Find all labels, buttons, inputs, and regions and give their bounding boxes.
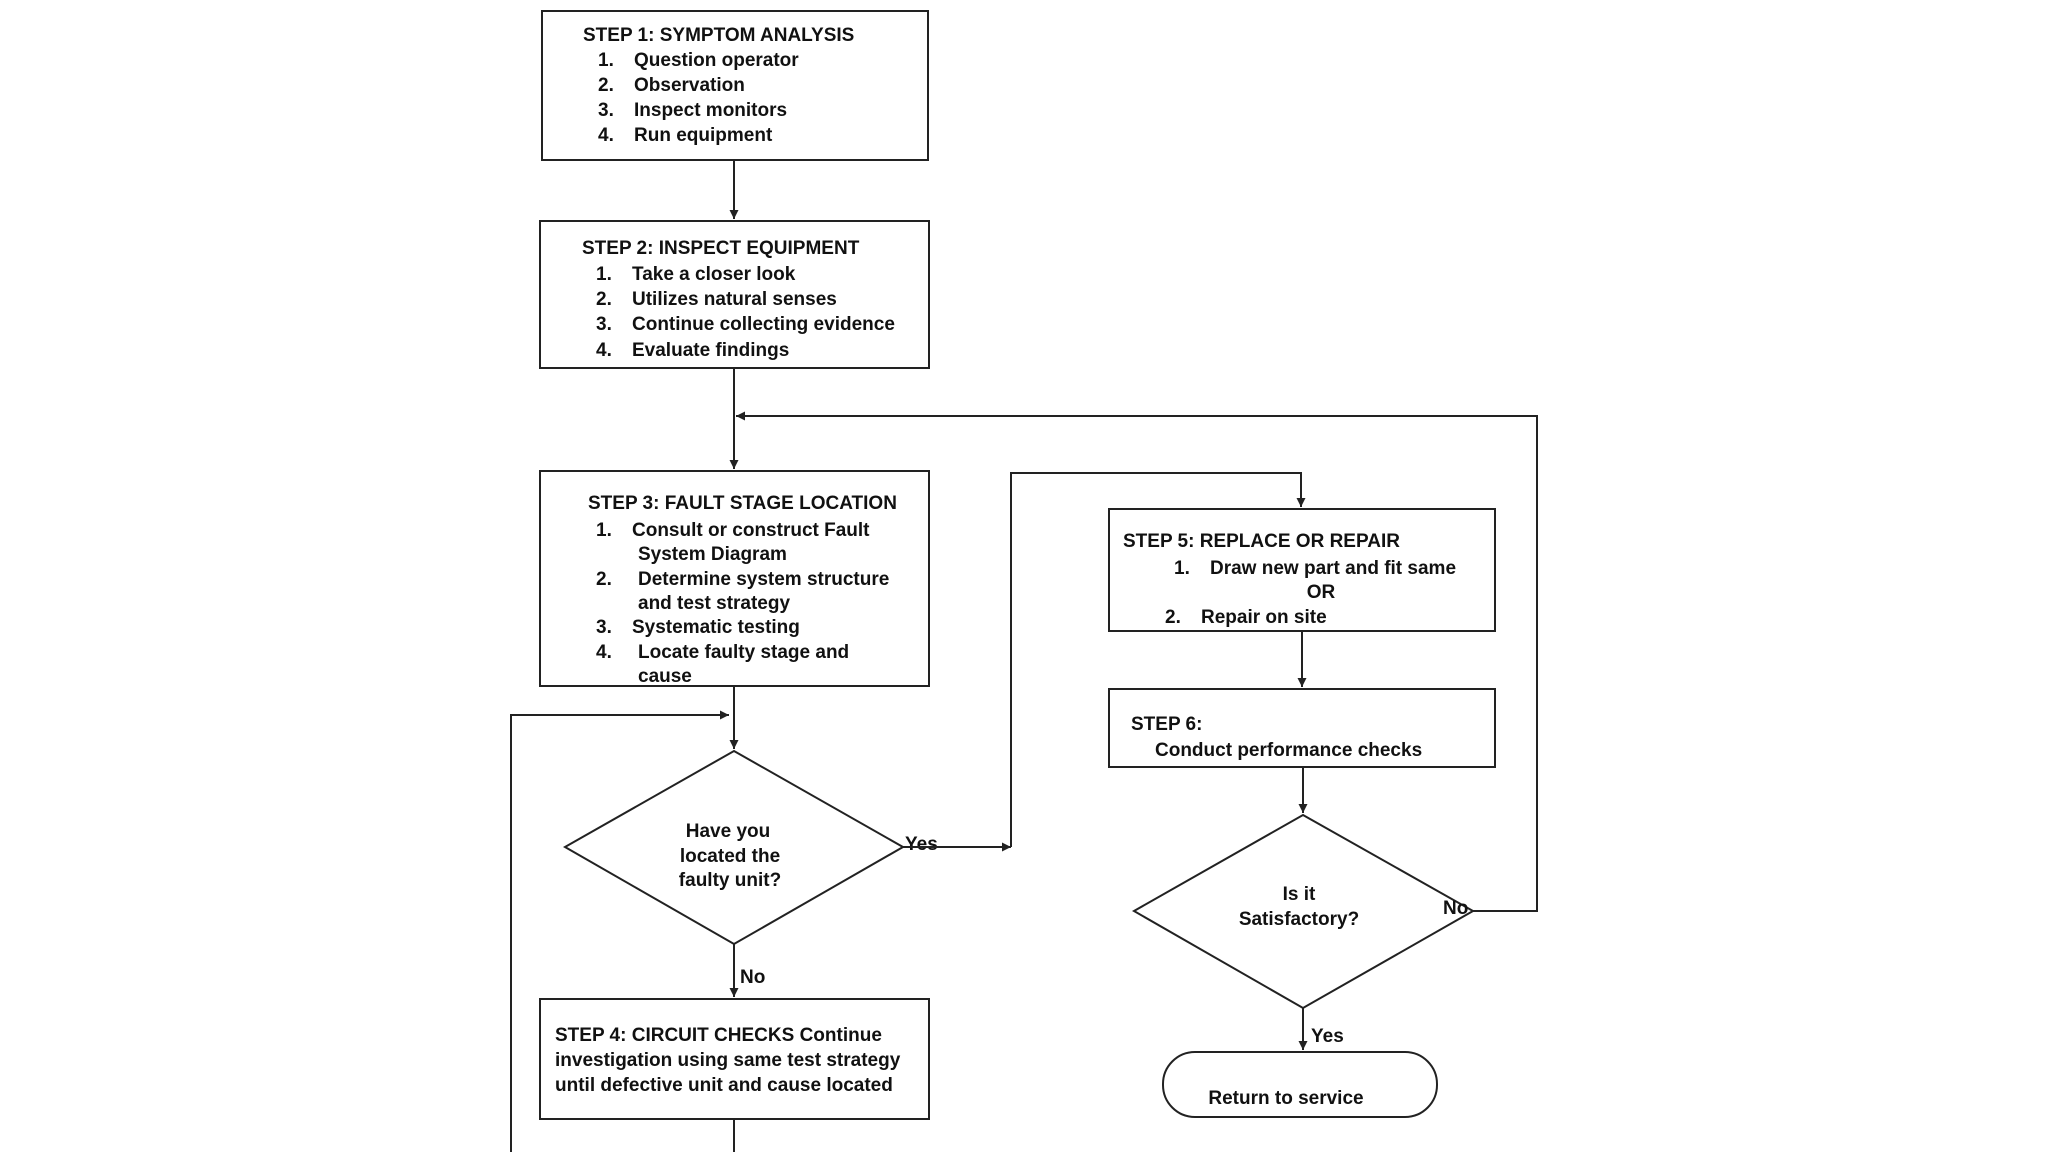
step5-or: OR bbox=[1307, 582, 1336, 603]
step3-item2-num: 2. bbox=[596, 569, 612, 590]
step6-text: Conduct performance checks bbox=[1155, 740, 1422, 761]
decision1-line3: faulty unit? bbox=[679, 870, 781, 891]
decision1-no-label: No bbox=[740, 967, 765, 988]
step2-box: STEP 2: INSPECT EQUIPMENT 1. Take a clos… bbox=[539, 220, 930, 369]
step3-item1-num: 1. bbox=[596, 520, 612, 541]
step3-title: STEP 3: FAULT STAGE LOCATION bbox=[588, 493, 897, 514]
terminal-label: Return to service bbox=[1208, 1088, 1363, 1109]
step5-box: STEP 5: REPLACE OR REPAIR 1. Draw new pa… bbox=[1108, 508, 1496, 632]
step3-item2-line2: and test strategy bbox=[638, 593, 790, 614]
decision2-line2: Satisfactory? bbox=[1239, 909, 1359, 930]
step2-item3: Continue collecting evidence bbox=[632, 314, 895, 335]
step1-item4: Run equipment bbox=[634, 125, 773, 146]
decision1-line1: Have you bbox=[686, 821, 770, 842]
step2-item4-num: 4. bbox=[596, 340, 612, 361]
step1-item2-num: 2. bbox=[598, 75, 614, 96]
step2-item2: Utilizes natural senses bbox=[632, 289, 837, 310]
terminal-return-to-service: Return to service bbox=[1162, 1051, 1438, 1118]
step1-title: STEP 1: SYMPTOM ANALYSIS bbox=[583, 25, 854, 46]
decision2-diamond: Is it Satisfactory? bbox=[1131, 813, 1476, 1010]
step1-box: STEP 1: SYMPTOM ANALYSIS 1. Question ope… bbox=[541, 10, 929, 161]
step4-line1: STEP 4: CIRCUIT CHECKS Continue bbox=[555, 1025, 882, 1046]
step2-item4: Evaluate findings bbox=[632, 340, 789, 361]
step3-item4-line1: Locate faulty stage and bbox=[638, 642, 849, 663]
step5-title: STEP 5: REPLACE OR REPAIR bbox=[1123, 531, 1400, 552]
decision1-line2: located the bbox=[680, 846, 780, 867]
step2-item3-num: 3. bbox=[596, 314, 612, 335]
step1-item3-num: 3. bbox=[598, 100, 614, 121]
step5-item2-num: 2. bbox=[1165, 607, 1181, 628]
step1-item4-num: 4. bbox=[598, 125, 614, 146]
step5-item1-num: 1. bbox=[1174, 558, 1190, 579]
step6-title: STEP 6: bbox=[1131, 714, 1202, 735]
step1-item2: Observation bbox=[634, 75, 745, 96]
arrow-no-loop-back bbox=[736, 411, 1538, 912]
step5-item2: Repair on site bbox=[1201, 607, 1327, 628]
step3-item1-line1: Consult or construct Fault bbox=[632, 520, 870, 541]
step5-item1: Draw new part and fit same bbox=[1210, 558, 1456, 579]
step4-box: STEP 4: CIRCUIT CHECKS Continue investig… bbox=[539, 998, 930, 1120]
arrow-yes-to-step5 bbox=[1010, 472, 1306, 847]
decision2-yes-label: Yes bbox=[1311, 1026, 1344, 1047]
step4-line2: investigation using same test strategy bbox=[555, 1050, 901, 1071]
decision1-yes-label: Yes bbox=[905, 834, 938, 855]
step3-item3-line1: Systematic testing bbox=[632, 617, 800, 638]
step1-item3: Inspect monitors bbox=[634, 100, 787, 121]
arrow-step4-loop-back bbox=[510, 710, 735, 1152]
step3-item1-line2: System Diagram bbox=[638, 544, 787, 565]
step2-title: STEP 2: INSPECT EQUIPMENT bbox=[582, 238, 860, 259]
decision1-diamond: Have you located the faulty unit? bbox=[562, 749, 906, 946]
step3-item4-line2: cause bbox=[638, 666, 692, 687]
step2-item2-num: 2. bbox=[596, 289, 612, 310]
step3-item3-num: 3. bbox=[596, 617, 612, 638]
step3-box: STEP 3: FAULT STAGE LOCATION 1. Consult … bbox=[539, 470, 930, 687]
step3-item2-line1: Determine system structure bbox=[638, 569, 889, 590]
step1-item1: Question operator bbox=[634, 50, 799, 71]
step2-item1-num: 1. bbox=[596, 264, 612, 285]
step3-item4-num: 4. bbox=[596, 642, 612, 663]
step1-item1-num: 1. bbox=[598, 50, 614, 71]
step4-line3: until defective unit and cause located bbox=[555, 1075, 893, 1096]
decision2-line1: Is it bbox=[1283, 884, 1316, 905]
step2-item1: Take a closer look bbox=[632, 264, 796, 285]
decision2-no-label: No bbox=[1443, 898, 1468, 919]
step6-box: STEP 6: Conduct performance checks bbox=[1108, 688, 1496, 768]
